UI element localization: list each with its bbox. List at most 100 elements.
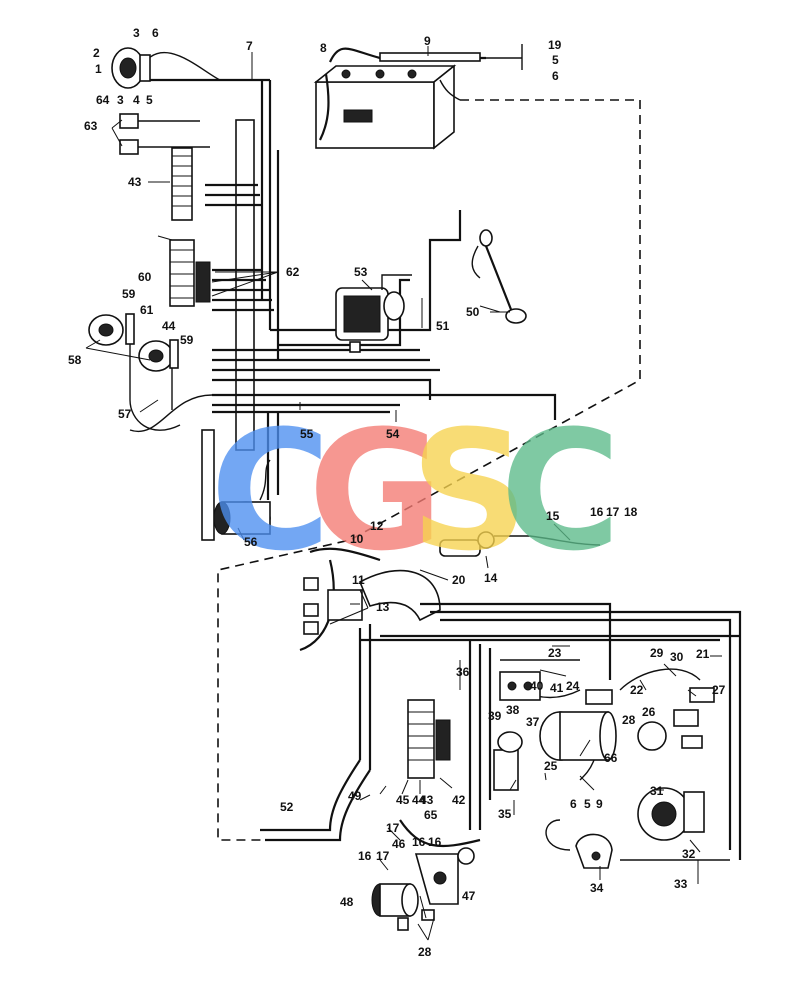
leader-lines (85, 46, 722, 941)
part-34 (575, 833, 613, 869)
callout: 43 (128, 175, 142, 189)
callout: 27 (712, 683, 726, 697)
terminal-block-43-upper (171, 147, 193, 221)
callout: 13 (376, 600, 390, 614)
callout: 19 (548, 38, 562, 52)
callout: 8 (320, 41, 327, 55)
callout: 1 (95, 62, 102, 76)
callout: 48 (340, 895, 354, 909)
callout: 18 (624, 505, 638, 519)
callout: 6 (552, 69, 559, 83)
callout: 35 (498, 807, 512, 821)
callout: 21 (696, 647, 710, 661)
callout: 60 (138, 270, 152, 284)
callout: 33 (674, 877, 688, 891)
callout: 61 (140, 303, 154, 317)
callout: 31 (650, 784, 664, 798)
callout: 62 (286, 265, 300, 279)
callout: 28 (418, 945, 432, 959)
callout: 5 (146, 93, 153, 107)
callout: 28 (622, 713, 636, 727)
callout: 5 (584, 797, 591, 811)
callout: 40 (530, 679, 544, 693)
callout: 64 (96, 93, 110, 107)
callout: 55 (300, 427, 314, 441)
watermark-letter-4: C (500, 395, 621, 587)
callout: 16 (428, 835, 442, 849)
callout: 66 (604, 751, 618, 765)
callout: 29 (650, 646, 664, 660)
callout: 11 (352, 573, 365, 587)
callout: 6 (152, 26, 159, 40)
terminal-block-43-lower (407, 699, 451, 779)
callout: 53 (354, 265, 368, 279)
callout: 59 (122, 287, 136, 301)
callout: 46 (392, 837, 406, 851)
callout: 65 (424, 808, 438, 822)
relay-13 (303, 577, 363, 635)
callout: 24 (566, 679, 580, 693)
callout: 15 (546, 509, 560, 523)
callout: 38 (506, 703, 520, 717)
callout: 58 (68, 353, 82, 367)
sender-50 (471, 229, 527, 324)
callout: 36 (456, 665, 470, 679)
callout: 9 (596, 797, 603, 811)
callout: 44 (412, 793, 426, 807)
callout: 14 (484, 571, 498, 585)
watermark: C G S C (210, 395, 621, 587)
callout: 23 (548, 646, 562, 660)
callout: 6 (570, 797, 577, 811)
part-light-assembly (111, 47, 151, 89)
callout: 12 (370, 519, 384, 533)
dashed-route-line (217, 99, 641, 841)
callout: 43 (420, 793, 434, 807)
part-63-connectors (119, 113, 210, 155)
callout: 2 (93, 46, 100, 60)
callout: 16 (590, 505, 604, 519)
callout: 4 (133, 93, 140, 107)
watermark-letter-3: S (410, 395, 529, 587)
sensors-26-27 (637, 687, 715, 751)
callout: 63 (84, 119, 98, 133)
switch-14 (439, 531, 601, 557)
callout: 25 (544, 759, 558, 773)
callout: 30 (670, 650, 684, 664)
callout: 59 (180, 333, 194, 347)
callout: 57 (118, 407, 132, 421)
harness-trunk (235, 119, 255, 451)
watermark-letter-1: C (210, 395, 331, 587)
callout: 3 (117, 93, 124, 107)
solenoid-38 (499, 671, 541, 701)
callout: 9 (424, 34, 431, 48)
callout: 16 (412, 835, 426, 849)
callout: 44 (162, 319, 176, 333)
callout: 7 (246, 39, 253, 53)
callout: 17 (606, 505, 620, 519)
callout: 47 (462, 889, 476, 903)
terminal-block-60 (169, 239, 211, 307)
callout: 39 (488, 709, 502, 723)
battery-8 (313, 64, 457, 150)
starter-25 (539, 689, 617, 761)
callout: 50 (466, 305, 480, 319)
part-35 (493, 731, 523, 791)
callout: 17 (386, 821, 400, 835)
callout: 17 (376, 849, 390, 863)
callout: 41 (550, 681, 564, 695)
coil-56 (201, 429, 271, 541)
lower-harness (260, 547, 742, 861)
horns-58 (88, 313, 181, 431)
callout: 26 (642, 705, 656, 719)
alternator-31 (637, 787, 705, 841)
callout: 56 (244, 535, 258, 549)
callout: 22 (630, 683, 644, 697)
bracket-47 (414, 847, 475, 905)
callout: 32 (682, 847, 696, 861)
blower-53 (335, 274, 412, 353)
callout: 5 (552, 53, 559, 67)
callout: 54 (386, 427, 400, 441)
callout: 45 (396, 793, 410, 807)
